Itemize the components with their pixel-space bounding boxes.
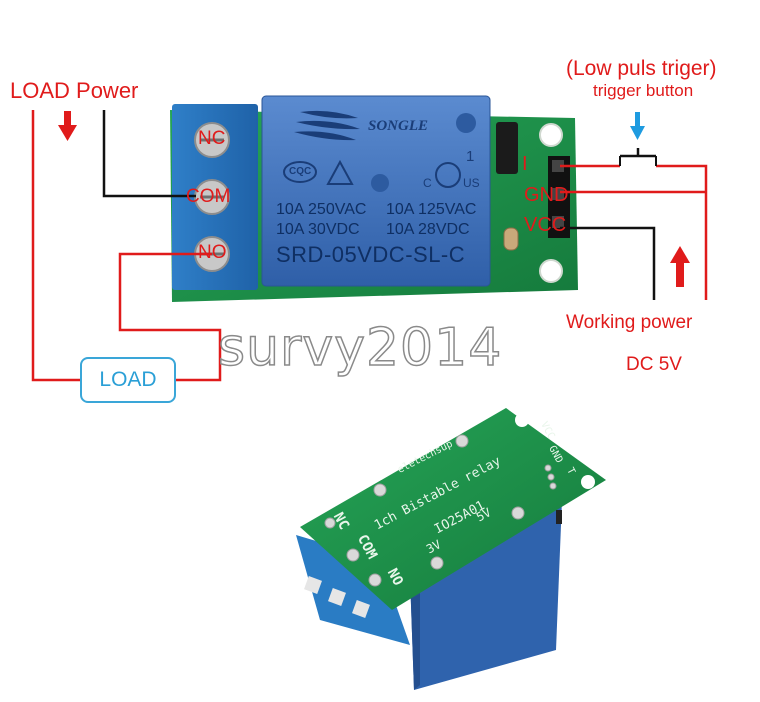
terminal-slot [304, 576, 322, 594]
relay-us: US [463, 176, 480, 190]
top-module [170, 95, 578, 302]
solder-pad [511, 506, 525, 520]
terminal-label-no: NO [198, 242, 227, 263]
bottom-terminal-block [296, 535, 410, 645]
pin [552, 216, 564, 228]
down-arrow-icon [58, 111, 77, 141]
relay-line1a: 10A 250VAC [276, 201, 367, 218]
terminal-label-com: COM [186, 186, 231, 207]
top-mount-hole [539, 259, 563, 283]
solder-pad [346, 548, 360, 562]
solder-pad [324, 517, 336, 529]
pin [556, 510, 562, 524]
bottom-mount-hole [581, 475, 595, 489]
pin [552, 160, 564, 172]
terminal-label-nc: NC [198, 128, 226, 149]
solder-pad [544, 464, 552, 472]
working-power-label: Working power [566, 312, 693, 333]
relay-line2b: 10A 28VDC [386, 221, 470, 238]
watermark: survy2014 [217, 317, 503, 379]
wire-com [102, 110, 196, 198]
jumper-header [496, 122, 518, 174]
load-power-label: LOAD Power [10, 78, 139, 103]
blue-down-arrow-icon [630, 112, 645, 140]
solder-pad [368, 573, 382, 587]
bottom-module [296, 408, 606, 690]
dc-label: DC 5V [626, 354, 682, 375]
solder-pad [547, 473, 555, 481]
wire-no-load [118, 252, 222, 382]
solder-pad [549, 482, 557, 490]
relay-line1b: 10A 125VAC [386, 201, 477, 218]
terminal-slot [328, 588, 346, 606]
relay-brand: SONGLE [368, 118, 429, 134]
solder-pad [455, 434, 469, 448]
up-arrow-icon [670, 246, 690, 287]
songle-logo-icon [294, 110, 360, 141]
cqc-mark-icon [283, 161, 317, 183]
relay-c: C [423, 176, 432, 190]
relay-cqc: CQC [289, 166, 312, 177]
solder-pad [373, 483, 387, 497]
bottom-pcb [300, 408, 606, 610]
arrows [58, 111, 690, 287]
relay-line2a: 10A 30VDC [276, 221, 360, 238]
component [503, 227, 519, 251]
bottom-mount-hole [515, 413, 529, 427]
ul-mark-icon [435, 162, 461, 188]
relay-dot [371, 174, 389, 192]
trigger-button-label: trigger button [593, 81, 694, 100]
triangle-mark-icon [326, 159, 354, 185]
terminal-slot [352, 600, 370, 618]
relay-one: 1 [466, 148, 475, 165]
solder-pad [430, 556, 444, 570]
wires [31, 110, 708, 382]
wire-load-power-left [31, 110, 80, 382]
top-mount-hole [539, 123, 563, 147]
low-puls-label: (Low puls triger) [566, 57, 717, 80]
load-box: LOAD [80, 357, 176, 403]
relay-model: SRD-05VDC-SL-C [276, 242, 466, 267]
relay-dot [456, 113, 476, 133]
pin-label-gnd: GND [524, 184, 569, 206]
wire-trigger-right [656, 164, 708, 300]
pin-label-vcc: VCC [524, 214, 567, 236]
pin-label-i: I [522, 153, 528, 175]
wire-vcc [560, 226, 656, 300]
